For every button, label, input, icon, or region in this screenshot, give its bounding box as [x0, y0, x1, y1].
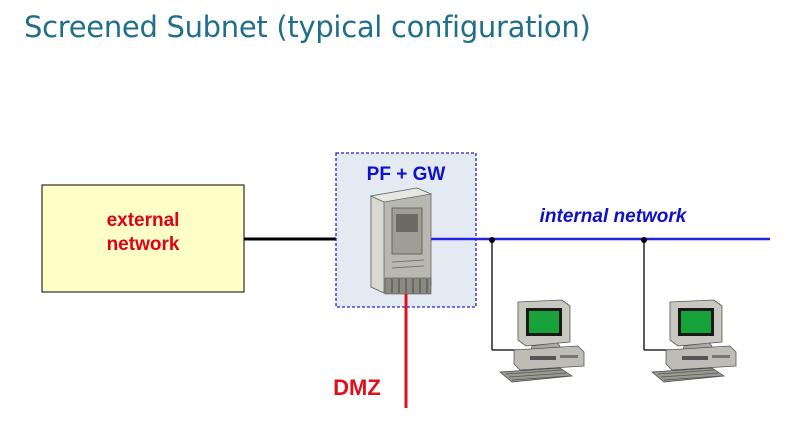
firewall-label: PF + GW [367, 164, 446, 185]
workstation-icon [651, 299, 737, 383]
page-title: Screened Subnet (typical configuration) [24, 10, 591, 44]
internal-network-label: internal network [540, 206, 688, 227]
external-network-label-line2: network [107, 234, 180, 255]
firewall-server-icon [369, 187, 433, 295]
workstation-1-link [489, 237, 520, 351]
dmz-label: DMZ [333, 375, 381, 400]
external-network-label-line1: external [107, 210, 180, 231]
external-network-box: external network [41, 184, 245, 293]
workstation-2-link [641, 237, 672, 351]
workstation-icon [499, 299, 585, 383]
